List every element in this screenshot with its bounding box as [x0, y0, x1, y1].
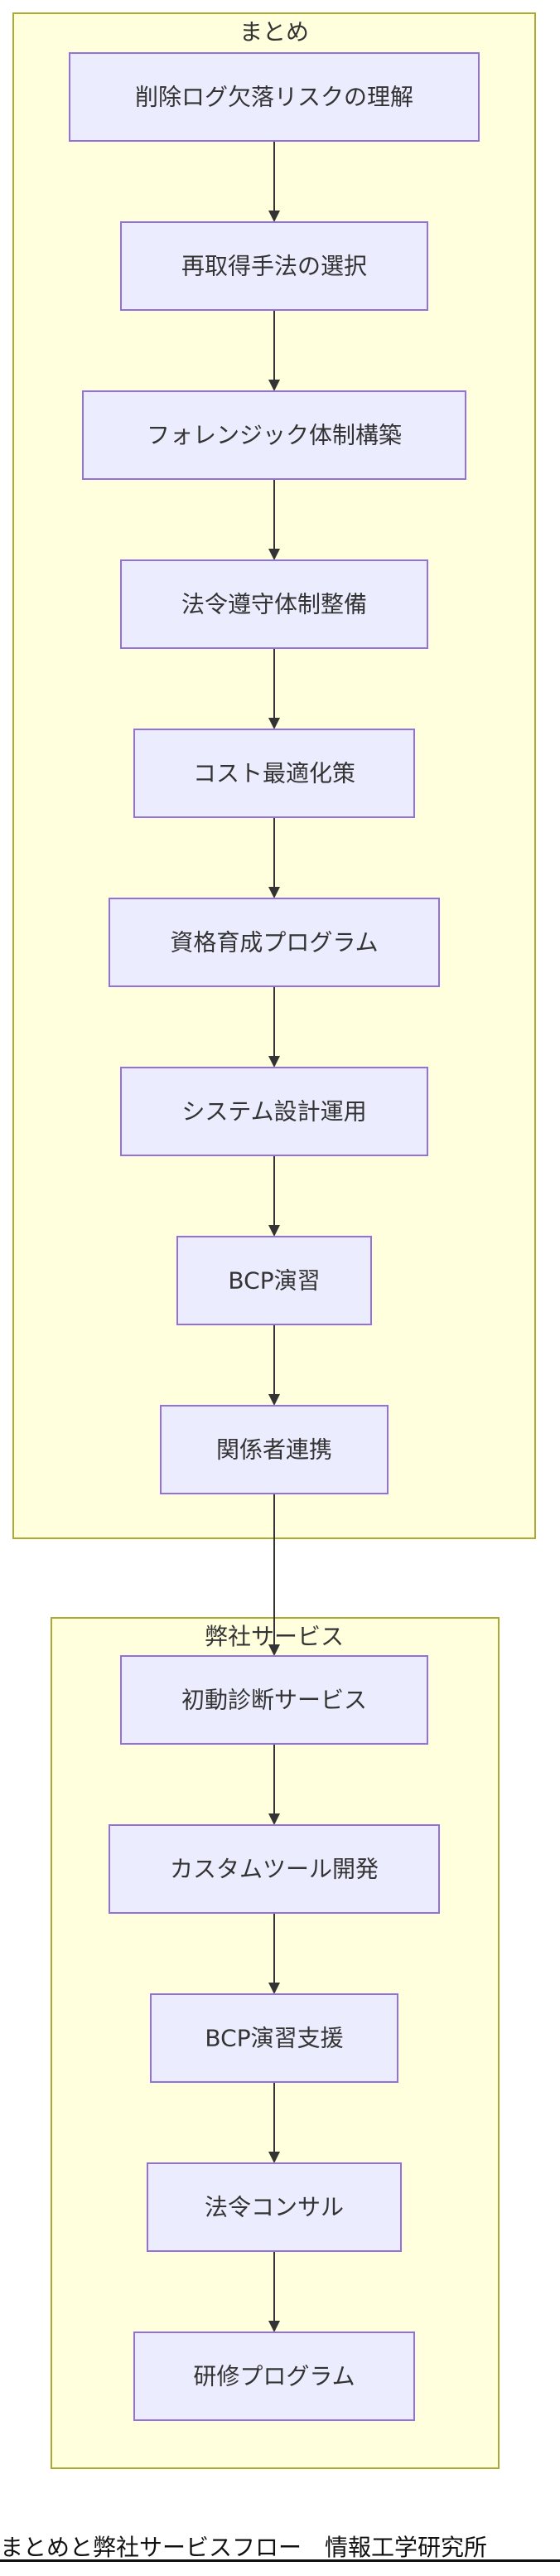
arrow-1: [268, 211, 280, 222]
node-label: BCP演習: [228, 1267, 320, 1295]
node-bcp-support: BCP演習支援: [150, 1993, 398, 2083]
footer-underline: [0, 2559, 560, 2562]
node-label: 削除ログ欠落リスクの理解: [135, 84, 413, 111]
node-label: フォレンジック体制構築: [147, 422, 402, 449]
node-system-design: システム設計運用: [120, 1067, 428, 1156]
arrow-2: [268, 380, 280, 391]
node-qualification-program: 資格育成プログラム: [109, 898, 440, 987]
node-label: 初動診断サービス: [181, 1687, 367, 1714]
arrow-9: [268, 1644, 280, 1656]
arrow-4: [268, 718, 280, 729]
node-label: 資格育成プログラム: [170, 929, 378, 956]
arrow-11: [268, 1983, 280, 1994]
node-label: 法令コンサル: [205, 2194, 344, 2221]
node-label: 関係者連携: [216, 1436, 332, 1464]
arrow-12: [268, 2152, 280, 2163]
node-custom-tool: カスタムツール開発: [109, 1824, 440, 1914]
footer-caption: まとめと弊社サービスフロー 情報工学研究所: [0, 2534, 488, 2561]
node-forensic-setup: フォレンジック体制構築: [82, 390, 466, 480]
node-risk-understanding: 削除ログ欠落リスクの理解: [69, 52, 480, 142]
arrow-13: [268, 2321, 280, 2332]
group-summary-title: まとめ: [239, 18, 309, 46]
flow-diagram: まとめ 弊社サービス 削除ログ欠落リスクの理: [12, 12, 536, 2469]
arrow-7: [268, 1225, 280, 1237]
node-label: 研修プログラム: [193, 2363, 355, 2390]
arrow-6: [268, 1056, 280, 1068]
arrow-5: [268, 887, 280, 898]
edges: [268, 141, 280, 2332]
node-label: コスト最適化策: [193, 760, 355, 787]
node-label: 法令遵守体制整備: [181, 591, 367, 618]
node-label: BCP演習支援: [205, 2025, 343, 2052]
node-label: カスタムツール開発: [170, 1856, 379, 1883]
node-compliance-setup: 法令遵守体制整備: [120, 559, 428, 649]
node-cost-optimization: コスト最適化策: [133, 729, 415, 818]
node-bcp-drill: BCP演習: [176, 1236, 372, 1325]
node-training-program: 研修プログラム: [133, 2331, 415, 2421]
node-legal-consulting: 法令コンサル: [147, 2162, 402, 2252]
arrow-3: [268, 549, 280, 560]
arrow-8: [268, 1394, 280, 1406]
node-label: 再取得手法の選択: [181, 253, 367, 280]
arrow-10: [268, 1813, 280, 1825]
node-initial-diagnosis: 初動診断サービス: [120, 1655, 428, 1745]
node-reacquisition-method: 再取得手法の選択: [120, 221, 428, 311]
node-label: システム設計運用: [181, 1098, 366, 1126]
node-stakeholder-coordination: 関係者連携: [160, 1405, 389, 1494]
